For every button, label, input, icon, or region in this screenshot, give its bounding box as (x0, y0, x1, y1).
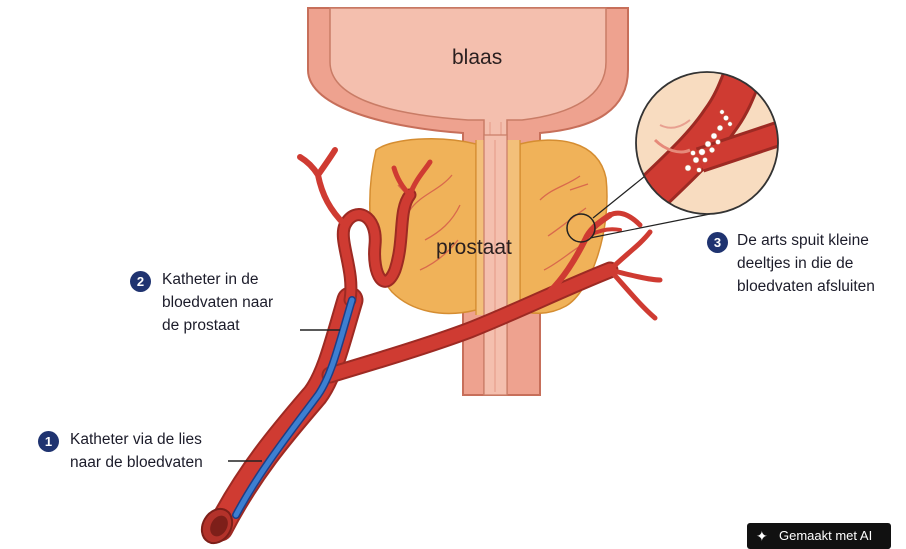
step-1-label: Katheter via de lies naar de bloedvaten (70, 428, 203, 474)
step-1-number: 1 (38, 431, 59, 452)
zoom-inset (636, 62, 790, 214)
step-3-line-2: deeltjes in die de (737, 252, 875, 275)
step-3-line-3: bloedvaten afsluiten (737, 275, 875, 298)
sparkle-icon: ✦ (756, 523, 768, 549)
step-1-line-2: naar de bloedvaten (70, 451, 203, 474)
step-3-line-1: De arts spuit kleine (737, 229, 875, 252)
step-2-line-2: bloedvaten naar (162, 291, 273, 314)
prostate-label: prostaat (436, 236, 512, 260)
step-1-line-1: Katheter via de lies (70, 428, 203, 451)
step-3-number: 3 (707, 232, 728, 253)
step-2-line-3: de prostaat (162, 314, 273, 337)
step-2-number: 2 (130, 271, 151, 292)
step-2-line-1: Katheter in de (162, 268, 273, 291)
step-3-label: De arts spuit kleine deeltjes in die de … (737, 229, 875, 298)
badge-text: Gemaakt met AI (779, 523, 872, 549)
made-with-ai-badge: ✦ Gemaakt met AI (747, 523, 891, 549)
step-2-label: Katheter in de bloedvaten naar de prosta… (162, 268, 273, 337)
bladder-label: blaas (452, 46, 502, 70)
